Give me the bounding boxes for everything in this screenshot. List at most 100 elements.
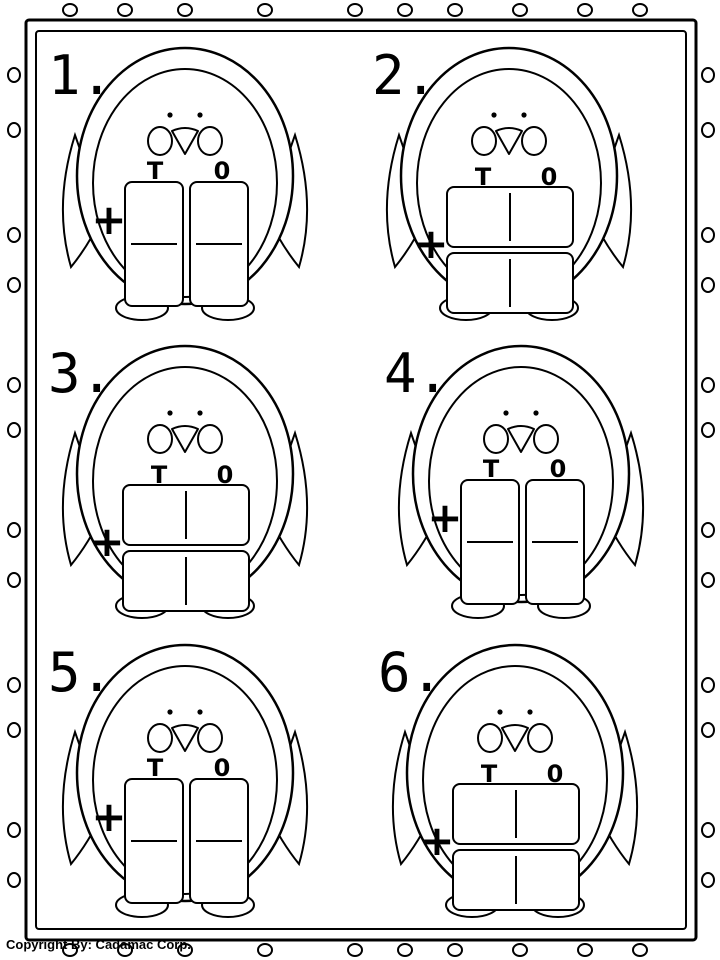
border-loop — [347, 3, 363, 17]
border-loop — [7, 422, 21, 438]
right-cheek — [197, 723, 223, 753]
tens-column-label: T — [483, 455, 500, 483]
border-loop — [701, 277, 715, 293]
border-loop — [347, 943, 363, 957]
left-eye — [497, 709, 503, 715]
left-eye — [167, 112, 173, 118]
border-loop — [701, 572, 715, 588]
penguin-belly-outline — [428, 366, 614, 596]
border-loop — [7, 67, 21, 83]
border-loop — [177, 3, 193, 17]
ones-column-label: 0 — [214, 157, 231, 185]
right-eye — [197, 112, 203, 118]
border-loop — [257, 943, 273, 957]
border-loop — [117, 3, 133, 17]
border-loop — [447, 3, 463, 17]
ones-column-label: 0 — [547, 760, 564, 788]
border-outer — [24, 18, 698, 942]
beak — [501, 724, 529, 752]
left-cheek — [147, 126, 173, 156]
border-loop — [701, 522, 715, 538]
border-loop — [701, 377, 715, 393]
plus-sign: + — [89, 517, 124, 566]
ones-column-label: 0 — [217, 461, 234, 489]
border-loop — [701, 822, 715, 838]
right-cheek — [197, 126, 223, 156]
left-cheek — [483, 424, 509, 454]
left-eye — [491, 112, 497, 118]
border-loop — [7, 722, 21, 738]
ones-column-label: 0 — [541, 163, 558, 191]
border-loop — [7, 277, 21, 293]
copyright-text: Copyright By: Cadamac Corp. — [6, 937, 191, 952]
plus-sign: + — [91, 195, 126, 244]
right-eye — [533, 410, 539, 416]
border-loop — [117, 943, 133, 957]
border-inner — [35, 30, 687, 930]
border-loop — [7, 572, 21, 588]
left-eye — [167, 709, 173, 715]
border-loop — [701, 227, 715, 243]
border-loop — [397, 943, 413, 957]
penguin-belly-outline — [92, 68, 278, 298]
border-loop — [257, 3, 273, 17]
tens-column-label: T — [481, 760, 498, 788]
border-loop — [701, 722, 715, 738]
border-loop — [62, 3, 78, 17]
border-loop — [397, 3, 413, 17]
ones-column-label: 0 — [550, 455, 567, 483]
border-loop — [447, 943, 463, 957]
left-cheek — [471, 126, 497, 156]
border-loop — [632, 3, 648, 17]
left-cheek — [477, 723, 503, 753]
border-loop — [7, 822, 21, 838]
right-cheek — [527, 723, 553, 753]
border-loop — [7, 872, 21, 888]
beak — [171, 724, 199, 752]
plus-sign: + — [419, 816, 454, 865]
penguin-belly-outline — [92, 665, 278, 895]
plus-sign: + — [427, 493, 462, 542]
border-loop — [701, 422, 715, 438]
beak — [507, 425, 535, 453]
border-loop — [577, 943, 593, 957]
left-eye — [503, 410, 509, 416]
plus-sign: + — [91, 792, 126, 841]
border-loop — [7, 677, 21, 693]
beak — [495, 127, 523, 155]
border-loop — [701, 67, 715, 83]
ones-column-label: 0 — [214, 754, 231, 782]
left-eye — [167, 410, 173, 416]
left-cheek — [147, 723, 173, 753]
border-loop — [577, 3, 593, 17]
border-loop — [177, 943, 193, 957]
border-loop — [701, 122, 715, 138]
right-eye — [197, 410, 203, 416]
left-cheek — [147, 424, 173, 454]
beak — [171, 425, 199, 453]
tens-column-label: T — [147, 754, 164, 782]
tens-column-label: T — [475, 163, 492, 191]
border-loop — [7, 227, 21, 243]
right-cheek — [521, 126, 547, 156]
border-loop — [512, 943, 528, 957]
plus-sign: + — [413, 219, 448, 268]
tens-column-label: T — [147, 157, 164, 185]
right-eye — [197, 709, 203, 715]
border-loop — [7, 122, 21, 138]
border-loop — [7, 522, 21, 538]
border-loop — [632, 943, 648, 957]
loopy-border — [7, 3, 715, 957]
border-loop — [7, 377, 21, 393]
border-loop — [701, 677, 715, 693]
right-cheek — [533, 424, 559, 454]
right-cheek — [197, 424, 223, 454]
border-loop — [701, 872, 715, 888]
